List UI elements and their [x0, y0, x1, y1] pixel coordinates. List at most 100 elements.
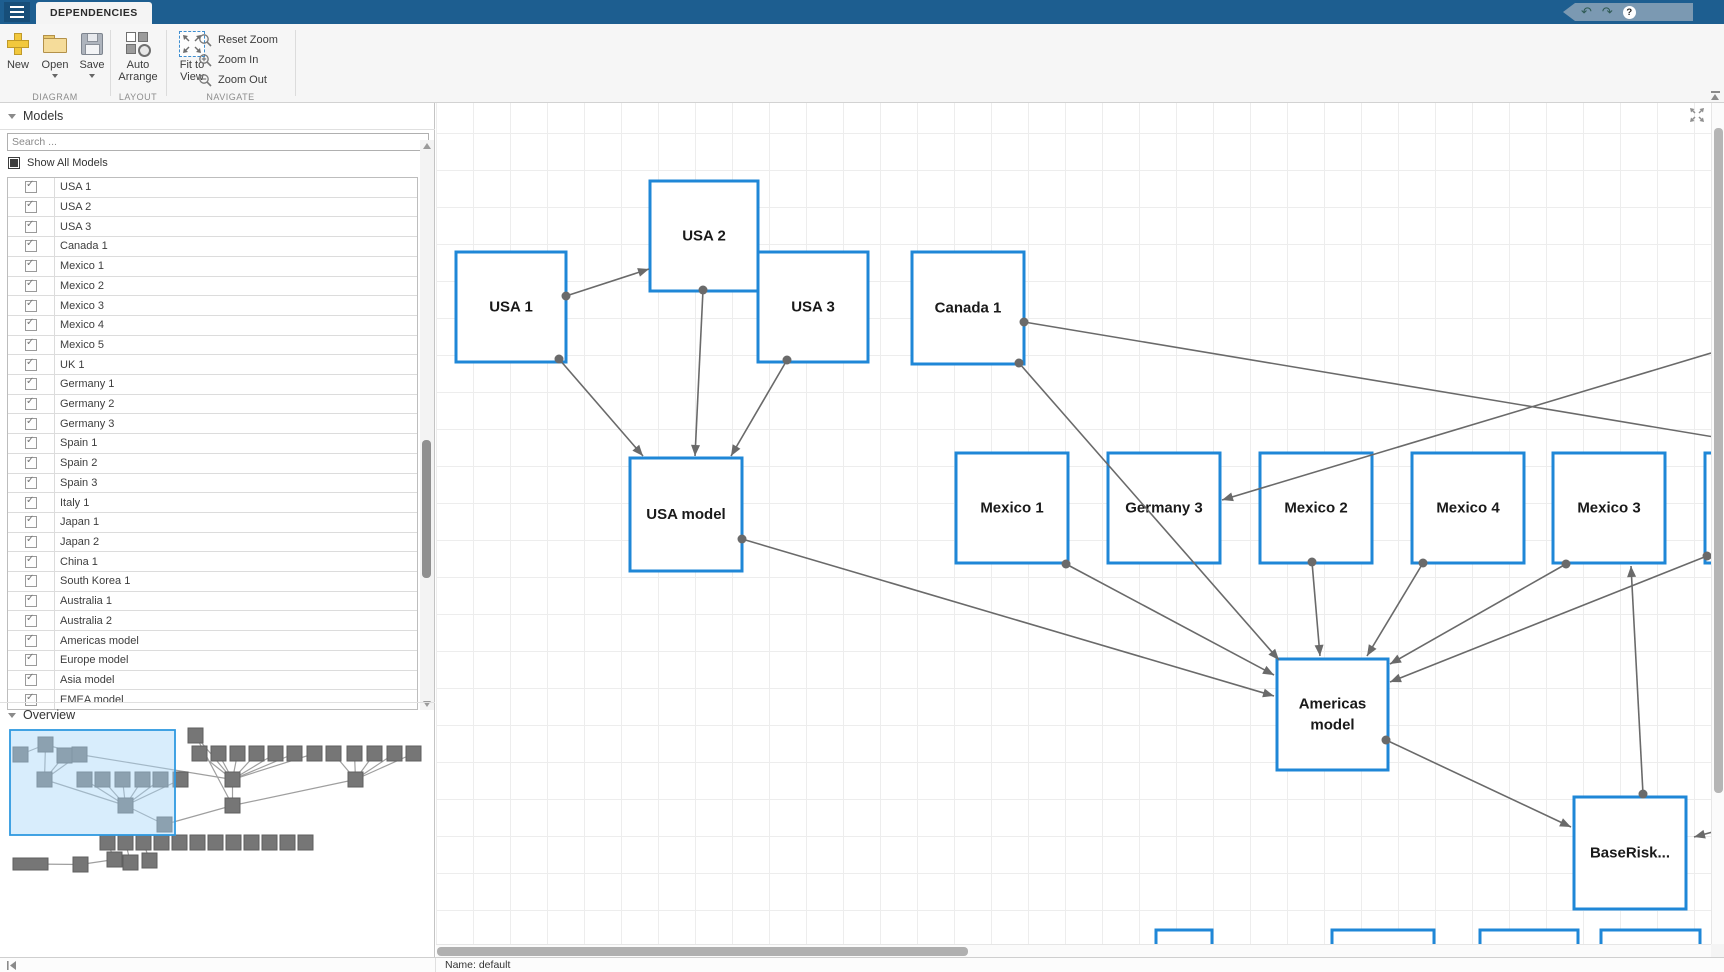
- model-list-scrollbar-thumb[interactable]: [422, 440, 431, 578]
- diagram-node-partial[interactable]: [1703, 451, 1711, 565]
- canvas-horizontal-scrollbar[interactable]: [436, 944, 1711, 957]
- model-list-item[interactable]: ✓Mexico 3: [8, 296, 417, 316]
- model-checkbox[interactable]: ✓: [25, 593, 37, 608]
- minimap-viewport[interactable]: [9, 729, 176, 836]
- model-checkbox[interactable]: ✓: [25, 278, 37, 292]
- model-checkbox[interactable]: ✓: [25, 514, 37, 529]
- model-checkbox[interactable]: ✓: [25, 416, 37, 430]
- diagram-node[interactable]: Mexico 2: [1258, 451, 1374, 565]
- model-checkbox[interactable]: ✓: [25, 179, 37, 194]
- save-button[interactable]: Save: [76, 30, 108, 78]
- model-checkbox[interactable]: ✓: [25, 455, 37, 470]
- diagram-node-partial[interactable]: [1599, 928, 1702, 944]
- undo-icon[interactable]: ↶: [1581, 4, 1592, 19]
- model-list-item[interactable]: ✓Mexico 2: [8, 276, 417, 297]
- canvas-scroll-top-button[interactable]: [1709, 90, 1723, 103]
- model-checkbox[interactable]: ✓: [25, 219, 37, 233]
- model-checkbox[interactable]: ✓: [25, 238, 37, 253]
- model-checkbox[interactable]: ✓: [25, 534, 37, 548]
- models-section-header[interactable]: Models: [0, 104, 435, 128]
- model-checkbox[interactable]: ✓: [25, 357, 37, 371]
- collapse-triangle-icon[interactable]: [8, 712, 16, 718]
- model-list-item[interactable]: ✓Canada 1: [8, 237, 417, 257]
- model-list-item[interactable]: ✓Japan 1: [8, 512, 417, 533]
- show-all-models-toggle[interactable]: Show All Models: [8, 157, 108, 169]
- open-button[interactable]: Open: [36, 30, 74, 78]
- model-list-item[interactable]: ✓USA 2: [8, 197, 417, 218]
- new-button[interactable]: New: [2, 30, 34, 71]
- diagram-node[interactable]: Canada 1: [910, 250, 1026, 366]
- redo-icon[interactable]: ↷: [1601, 4, 1613, 19]
- model-checkbox[interactable]: ✓: [25, 573, 37, 588]
- model-list-item[interactable]: ✓USA 1: [8, 178, 417, 198]
- vertical-scrollbar-thumb[interactable]: [1713, 128, 1723, 793]
- model-checkbox[interactable]: ✓: [25, 652, 37, 667]
- model-list-scrollbar[interactable]: [420, 140, 434, 710]
- model-list-item[interactable]: ✓Germany 2: [8, 394, 417, 415]
- model-list-item[interactable]: ✓Australia 2: [8, 611, 417, 632]
- canvas-vertical-scrollbar[interactable]: [1711, 103, 1724, 944]
- model-list-item[interactable]: ✓Spain 2: [8, 453, 417, 474]
- model-list-item[interactable]: ✓Germany 1: [8, 375, 417, 395]
- open-dropdown-caret[interactable]: [52, 74, 58, 78]
- diagram-node-partial[interactable]: [1154, 928, 1214, 944]
- diagram-node[interactable]: USA 3: [756, 250, 870, 364]
- search-input[interactable]: [7, 133, 429, 151]
- model-checkbox[interactable]: ✓: [25, 435, 37, 450]
- model-list-item[interactable]: ✓Japan 2: [8, 532, 417, 553]
- overview-minimap[interactable]: [0, 725, 435, 956]
- overview-section-header[interactable]: Overview: [0, 703, 435, 727]
- model-list-item[interactable]: ✓Spain 1: [8, 434, 417, 454]
- save-dropdown-caret[interactable]: [89, 74, 95, 78]
- model-checkbox[interactable]: ✓: [25, 258, 37, 273]
- model-checkbox[interactable]: ✓: [25, 337, 37, 351]
- go-to-start-icon[interactable]: [7, 961, 19, 970]
- auto-arrange-button[interactable]: Auto Arrange: [113, 30, 163, 83]
- model-checkbox[interactable]: ✓: [25, 199, 37, 214]
- diagram-node[interactable]: Mexico 4: [1410, 451, 1526, 565]
- model-list-item[interactable]: ✓China 1: [8, 552, 417, 573]
- hamburger-menu-icon[interactable]: [4, 2, 30, 22]
- model-checkbox[interactable]: ✓: [25, 317, 37, 332]
- diagram-node[interactable]: USA 2: [648, 179, 760, 293]
- model-list-item[interactable]: ✓Americas model: [8, 631, 417, 651]
- diagram-node-partial[interactable]: [1330, 928, 1436, 944]
- diagram-node-partial[interactable]: [1478, 928, 1580, 944]
- help-icon[interactable]: ?: [1622, 5, 1636, 19]
- model-checkbox[interactable]: ✓: [25, 554, 37, 568]
- show-all-checkbox[interactable]: [8, 157, 20, 169]
- zoom-in-button[interactable]: Zoom In: [198, 51, 258, 69]
- model-list-item[interactable]: ✓Italy 1: [8, 493, 417, 513]
- diagram-node[interactable]: Germany 3: [1106, 451, 1222, 565]
- diagram-node[interactable]: BaseRisk...: [1572, 795, 1688, 911]
- model-checkbox[interactable]: ✓: [25, 633, 37, 647]
- model-checkbox[interactable]: ✓: [25, 495, 37, 509]
- model-list-item[interactable]: ✓Mexico 4: [8, 315, 417, 336]
- tab-dependencies[interactable]: DEPENDENCIES: [36, 2, 152, 24]
- diagram-node[interactable]: USA 1: [454, 250, 568, 364]
- diagram-node[interactable]: Mexico 1: [954, 451, 1070, 565]
- expand-view-icon[interactable]: [1688, 106, 1706, 124]
- model-list-item[interactable]: ✓Europe model: [8, 650, 417, 671]
- model-checkbox[interactable]: ✓: [25, 376, 37, 391]
- collapse-triangle-icon[interactable]: [8, 113, 16, 119]
- model-list-item[interactable]: ✓Asia model: [8, 670, 417, 691]
- scrollbar-up-icon[interactable]: [423, 143, 431, 149]
- model-list-item[interactable]: ✓Spain 3: [8, 473, 417, 494]
- model-list-item[interactable]: ✓Mexico 1: [8, 256, 417, 277]
- model-checkbox[interactable]: ✓: [25, 613, 37, 627]
- model-checkbox[interactable]: ✓: [25, 396, 37, 411]
- reset-zoom-button[interactable]: Reset Zoom: [198, 31, 278, 49]
- model-list-item[interactable]: ✓Mexico 5: [8, 335, 417, 356]
- diagram-node[interactable]: USA model: [628, 456, 744, 573]
- model-list-item[interactable]: ✓South Korea 1: [8, 572, 417, 592]
- model-checkbox[interactable]: ✓: [25, 475, 37, 489]
- diagram-node[interactable]: Mexico 3: [1551, 451, 1667, 565]
- scrollbar-down-icon[interactable]: [423, 701, 431, 707]
- model-list-item[interactable]: ✓Germany 3: [8, 414, 417, 435]
- model-list-item[interactable]: ✓USA 3: [8, 217, 417, 238]
- model-checkbox[interactable]: ✓: [25, 672, 37, 686]
- zoom-out-button[interactable]: Zoom Out: [198, 71, 267, 89]
- model-list-item[interactable]: ✓UK 1: [8, 355, 417, 376]
